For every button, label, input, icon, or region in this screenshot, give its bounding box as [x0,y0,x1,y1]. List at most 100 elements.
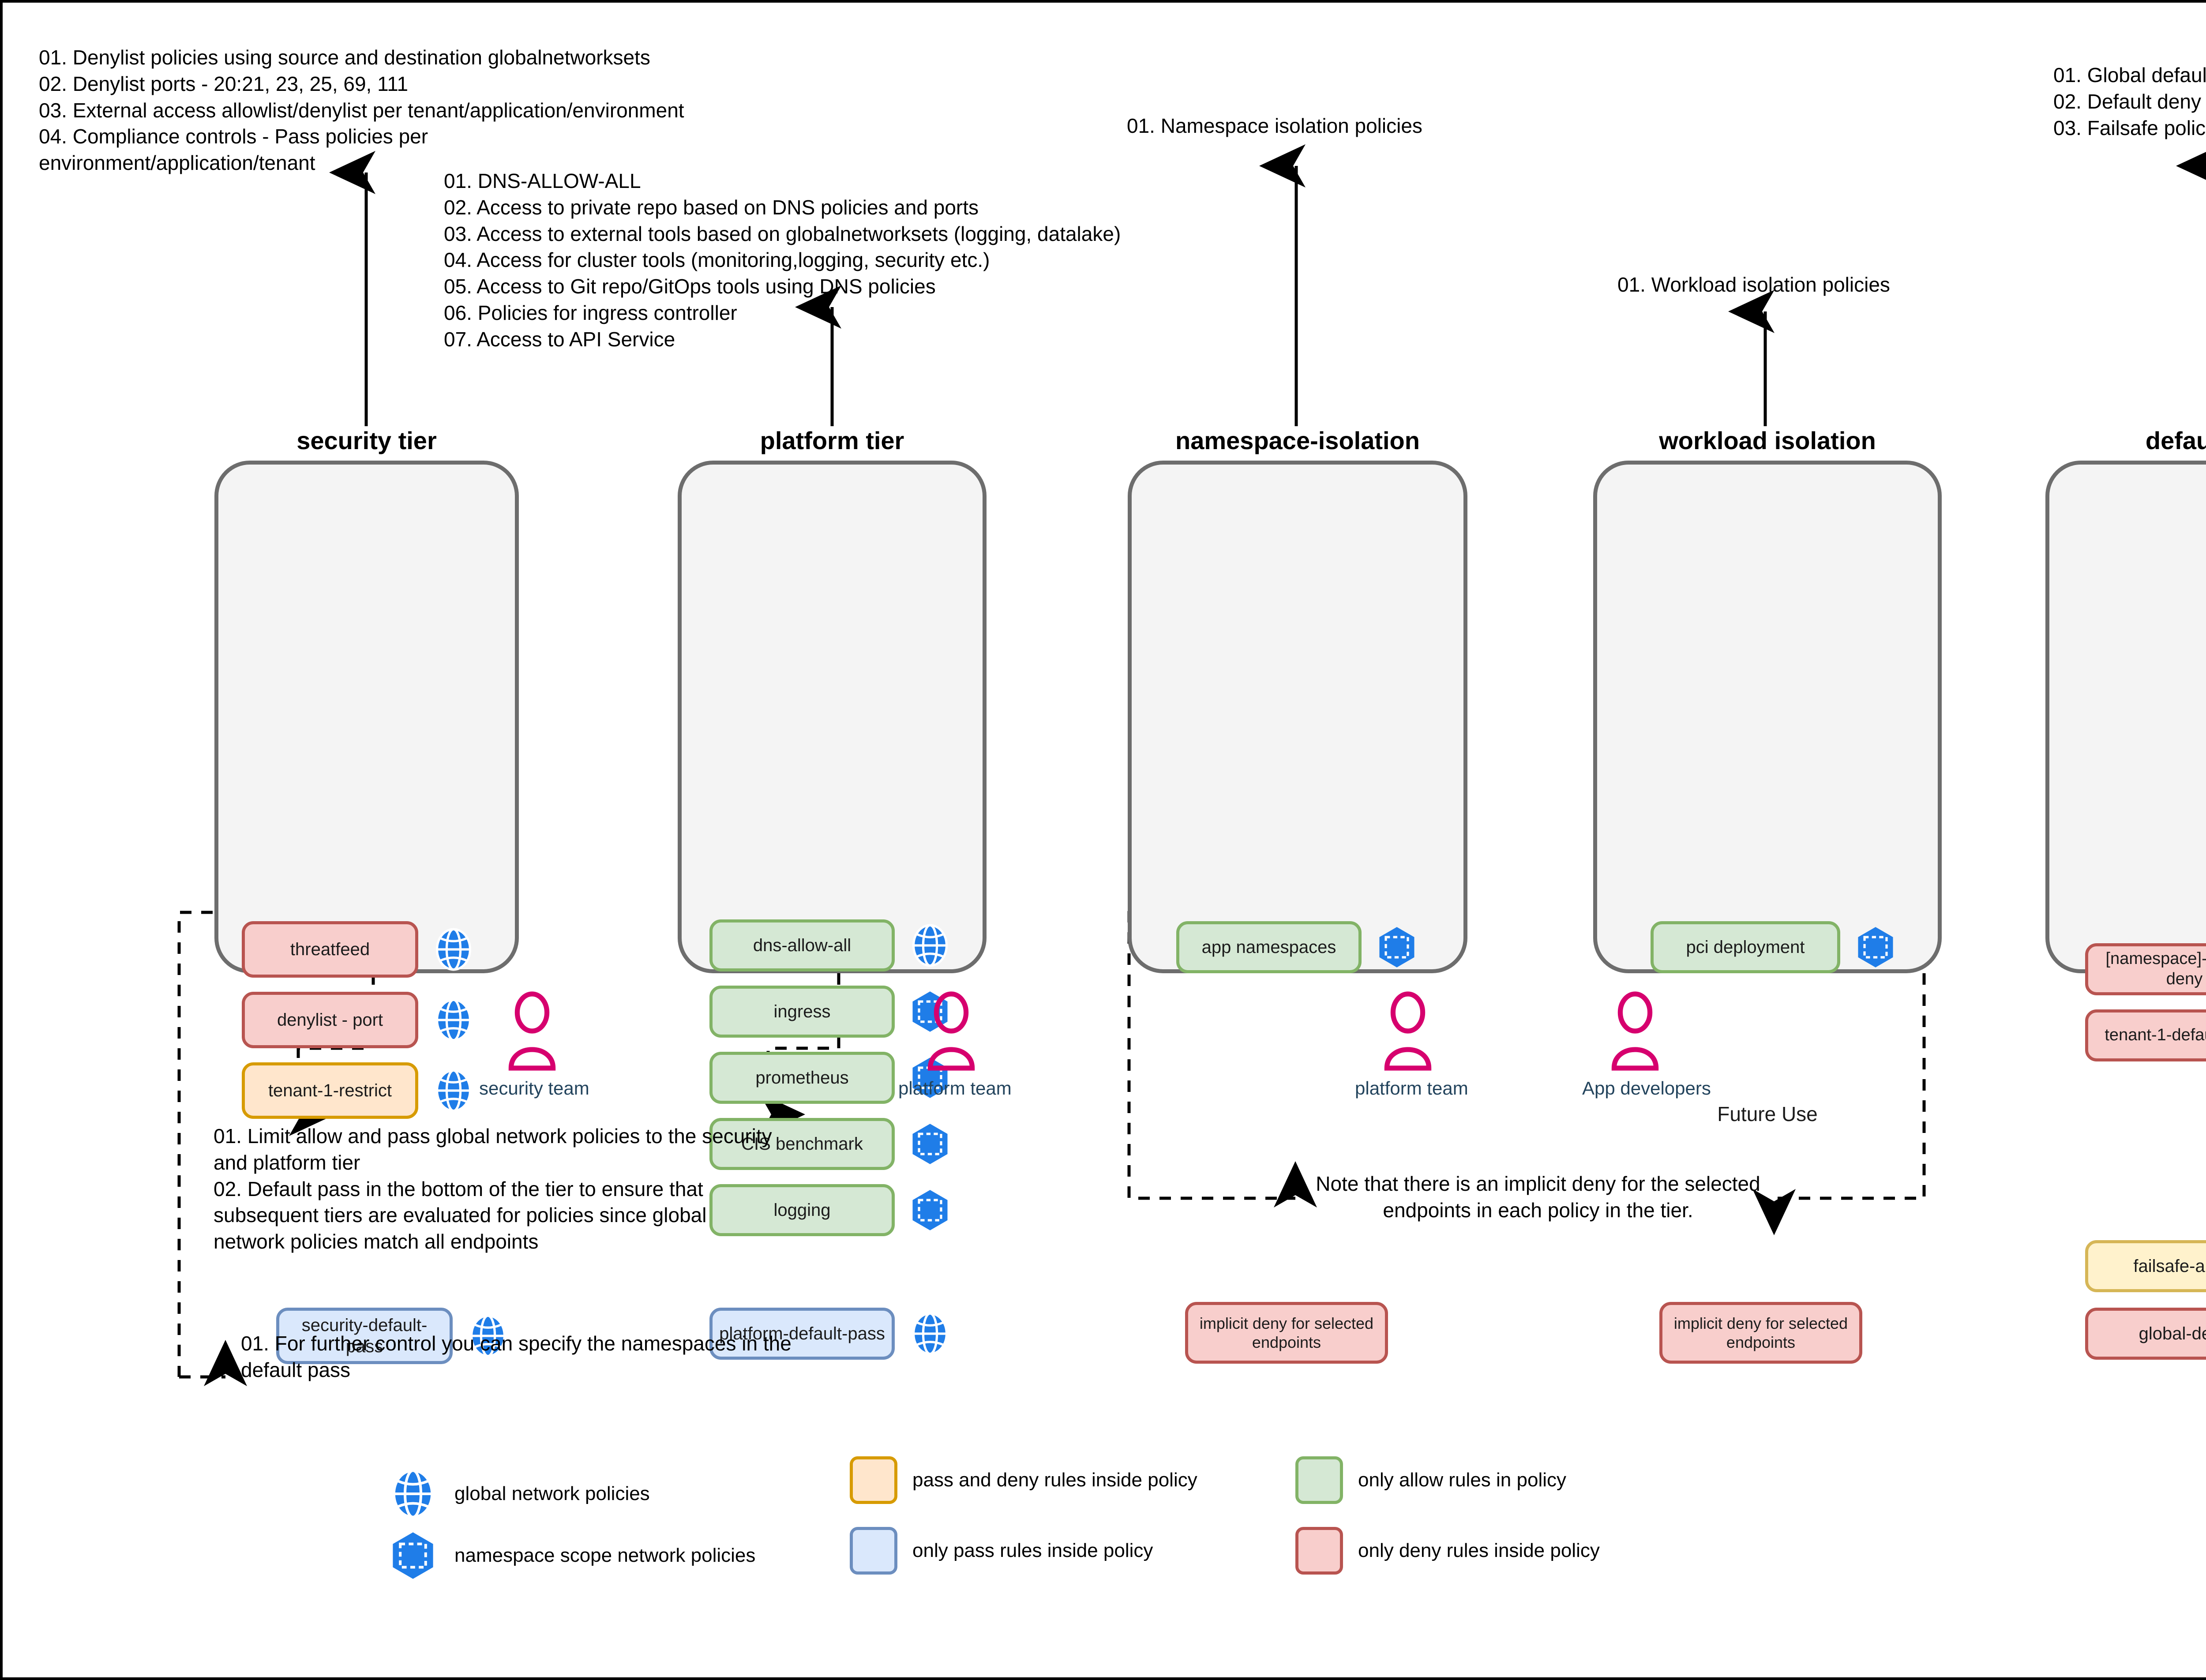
tier-box [678,461,987,973]
policy-implicit-deny[interactable]: implicit deny for selected endpoints [1185,1302,1388,1364]
note-platform-tier: 01. DNS-ALLOW-ALL 02. Access to private … [444,169,1121,351]
legend-swatch [1295,1456,1343,1504]
policy-row[interactable]: logging [709,1184,965,1236]
note-security-tier: 01. Denylist policies using source and d… [39,46,684,175]
persona-label: security team [479,1078,589,1099]
policy-namespace-default-deny[interactable]: [namespace]-default-deny [2085,943,2206,995]
policy-implicit-deny[interactable]: implicit deny for selected endpoints [1659,1302,1862,1364]
tier-box [2045,461,2206,973]
tier-title: workload isolation [1659,427,1876,454]
legend-swatch [1295,1527,1343,1575]
policy-row[interactable]: dns-allow-all [709,919,965,971]
tier-box [1593,461,1942,973]
person-icon [927,991,975,1071]
legend-label: only allow rules in policy [1358,1469,1566,1491]
tier-box [1128,461,1467,973]
globe-icon [907,1311,953,1357]
globe-icon [907,922,953,968]
legend-only-deny: only deny rules inside policy [1295,1527,1600,1575]
tier-namespace-isolation: namespace-isolation app namespaces impli… [1128,426,1467,1364]
policy-pci-deployment[interactable]: pci deployment [1651,921,1840,973]
legend-label: only deny rules inside policy [1358,1540,1600,1561]
person-icon [1384,991,1432,1071]
policy-row[interactable]: CIS benchmark [709,1118,965,1170]
globe-icon [431,1068,476,1114]
tier-default-tier: default tier [namespace]-default-deny te… [2045,426,2206,1360]
tier-title: security tier [296,427,437,454]
namespace-scope-icon [386,1529,439,1582]
tier-workload-isolation: workload isolation pci deployment Future… [1593,426,1942,1364]
namespace-scope-icon [907,1187,953,1233]
policy-row[interactable]: threatfeed [242,921,489,978]
persona-label: platform team [1355,1078,1468,1099]
note-global-network-policies: 01. Limit allow and pass global network … [214,1125,772,1253]
policy-denylist-port[interactable]: denylist - port [242,992,418,1048]
legend-swatch [850,1527,897,1575]
globe-icon [465,1313,511,1359]
policy-threatfeed[interactable]: threatfeed [242,921,418,978]
person-icon [1611,991,1659,1071]
tier-body-text: Future Use [1717,1102,1818,1125]
legend-label: pass and deny rules inside policy [912,1469,1197,1491]
legend-only-pass: only pass rules inside policy [850,1527,1153,1575]
policy-row[interactable]: ingress [709,986,965,1038]
policy-row[interactable]: tenant-1-restrict [242,1062,489,1119]
policy-row[interactable]: prometheus [709,1052,965,1104]
globe-icon [431,926,476,972]
namespace-scope-icon [1853,924,1898,970]
tier-title: namespace-isolation [1175,427,1420,454]
policy-platform-default-pass[interactable]: platform-default-pass [709,1308,895,1360]
policy-app-namespaces[interactable]: app namespaces [1176,921,1362,973]
namespace-scope-icon [907,1121,953,1167]
persona-app-developers: App developers [1582,991,1711,1099]
policy-failsafe-allow[interactable]: failsafe-allow [2085,1240,2206,1292]
policy-dns-allow-all[interactable]: dns-allow-all [709,919,895,971]
note-namespace-isolation: 01. Namespace isolation policies [1127,114,1422,137]
tier-title: default tier [2145,427,2206,454]
note-implicit-deny: Note that there is an implicit deny for … [1316,1172,1760,1222]
persona-platform-team-mid: platform team [1355,991,1468,1099]
policy-row[interactable]: failsafe-allow [2085,1240,2206,1292]
persona-label: platform team [898,1078,1012,1099]
namespace-scope-icon [1374,924,1420,970]
legend-namespace-scope-network-policies: namespace scope network policies [386,1529,755,1582]
note-default-tier: 01. Global default deny 02. Default deny… [2053,64,2206,139]
policy-global-deny[interactable]: global-deny [2085,1308,2206,1360]
policy-logging[interactable]: logging [709,1184,895,1236]
tier-security-tier: security tier threatfeed denylist - port… [214,426,519,1364]
policy-cis-benchmark[interactable]: CIS benchmark [709,1118,895,1170]
policy-row[interactable]: implicit deny for selected endpoints [1185,1302,1459,1364]
note-default-pass: 01. For further control you can specify … [241,1332,792,1381]
person-icon [508,991,556,1071]
policy-security-default-pass[interactable]: security-default-pass [276,1308,453,1364]
persona-security-team-left: security team [479,991,589,1099]
policy-row[interactable]: implicit deny for selected endpoints [1659,1302,1942,1364]
legend-only-allow: only allow rules in policy [1295,1456,1566,1504]
note-workload-isolation: 01. Workload isolation policies [1617,273,1890,296]
tier-title: platform tier [760,427,904,454]
policy-row[interactable]: global-deny [2085,1308,2206,1360]
policy-row[interactable]: platform-default-pass [709,1308,965,1360]
tier-platform-tier: platform tier dns-allow-all ingress prom… [678,426,987,1360]
policy-row[interactable]: [namespace]-default-deny [2085,943,2206,995]
persona-label: App developers [1582,1078,1711,1099]
legend-pass-and-deny: pass and deny rules inside policy [850,1456,1197,1504]
persona-platform-team-left: platform team [898,991,1012,1099]
legend-label: only pass rules inside policy [912,1540,1153,1561]
policy-row[interactable]: tenant-1-default-deny [2085,1009,2206,1061]
globe-icon [431,997,476,1043]
globe-icon [386,1467,439,1520]
policy-ingress[interactable]: ingress [709,986,895,1038]
legend-label: global network policies [454,1483,650,1504]
policy-tenant-1-restrict[interactable]: tenant-1-restrict [242,1062,418,1119]
policy-row[interactable]: denylist - port [242,992,489,1048]
policy-row[interactable]: app namespaces [1176,921,1450,973]
policy-prometheus[interactable]: prometheus [709,1052,895,1104]
policy-row[interactable]: security-default-pass [276,1308,523,1364]
tier-box [214,461,519,973]
policy-tenant-1-default-deny[interactable]: tenant-1-default-deny [2085,1009,2206,1061]
legend-global-network-policies: global network policies [386,1467,650,1520]
legend-swatch [850,1456,897,1504]
policy-row[interactable]: pci deployment [1651,921,1933,973]
